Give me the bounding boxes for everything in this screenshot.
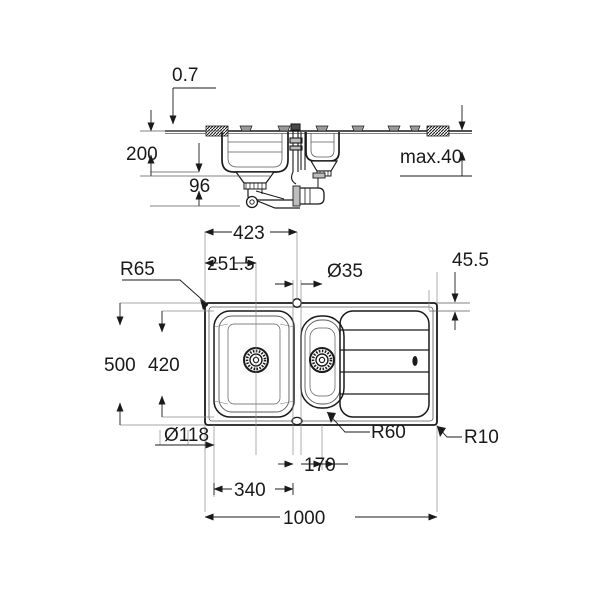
dim-d35-label: Ø35 xyxy=(327,261,363,282)
trap-assembly xyxy=(245,172,326,209)
waste-outlet-main xyxy=(234,171,276,190)
drainer-board xyxy=(339,310,430,418)
dim-0-7-label: 0.7 xyxy=(172,65,198,86)
dim-500-label: 500 xyxy=(104,355,136,376)
dim-340 xyxy=(213,483,294,495)
small-bowl-waste xyxy=(309,347,335,373)
overflow-hole xyxy=(291,416,303,426)
dim-d118-label: Ø118 xyxy=(164,425,209,446)
dim-45-5 xyxy=(429,272,470,330)
dim-45-5-label: 45.5 xyxy=(452,250,489,271)
dim-170-label: 170 xyxy=(304,455,336,476)
dim-96-label: 96 xyxy=(189,176,210,197)
plan-view xyxy=(204,298,438,426)
dim-r10-label: R10 xyxy=(464,427,499,448)
section-dimension-labels: 0.7 200 96 max.40 xyxy=(126,65,462,197)
dim-420-label: 420 xyxy=(148,355,180,376)
plan-dimension-labels: 423 251.5 Ø35 45.5 R65 500 420 Ø118 R60 … xyxy=(104,223,499,529)
plan-dimensions xyxy=(116,228,470,521)
dim-96 xyxy=(150,143,240,207)
dim-200-label: 200 xyxy=(126,144,158,165)
dim-200 xyxy=(140,110,270,177)
section-dimensions xyxy=(140,87,472,207)
dim-340-label: 340 xyxy=(234,480,266,501)
sink-outline xyxy=(204,302,438,426)
dim-max40 xyxy=(400,105,472,177)
dim-r60-label: R60 xyxy=(371,422,406,443)
drainer-detail xyxy=(412,356,418,366)
dim-max40-label: max.40 xyxy=(400,147,462,168)
mounting-clips xyxy=(239,125,421,132)
dim-r65 xyxy=(122,279,209,310)
dim-0-7 xyxy=(169,87,216,125)
dim-251-5-label: 251.5 xyxy=(207,254,255,275)
main-bowl xyxy=(213,310,295,418)
counter-hatch-right xyxy=(426,125,450,137)
dim-423-label: 423 xyxy=(233,223,265,244)
dim-1000-label: 1000 xyxy=(283,508,325,529)
dim-r60 xyxy=(326,411,370,433)
overflow-pipe xyxy=(289,123,306,185)
dim-r65-label: R65 xyxy=(120,259,155,280)
tap-hole xyxy=(292,298,302,308)
dim-r10 xyxy=(436,425,462,438)
